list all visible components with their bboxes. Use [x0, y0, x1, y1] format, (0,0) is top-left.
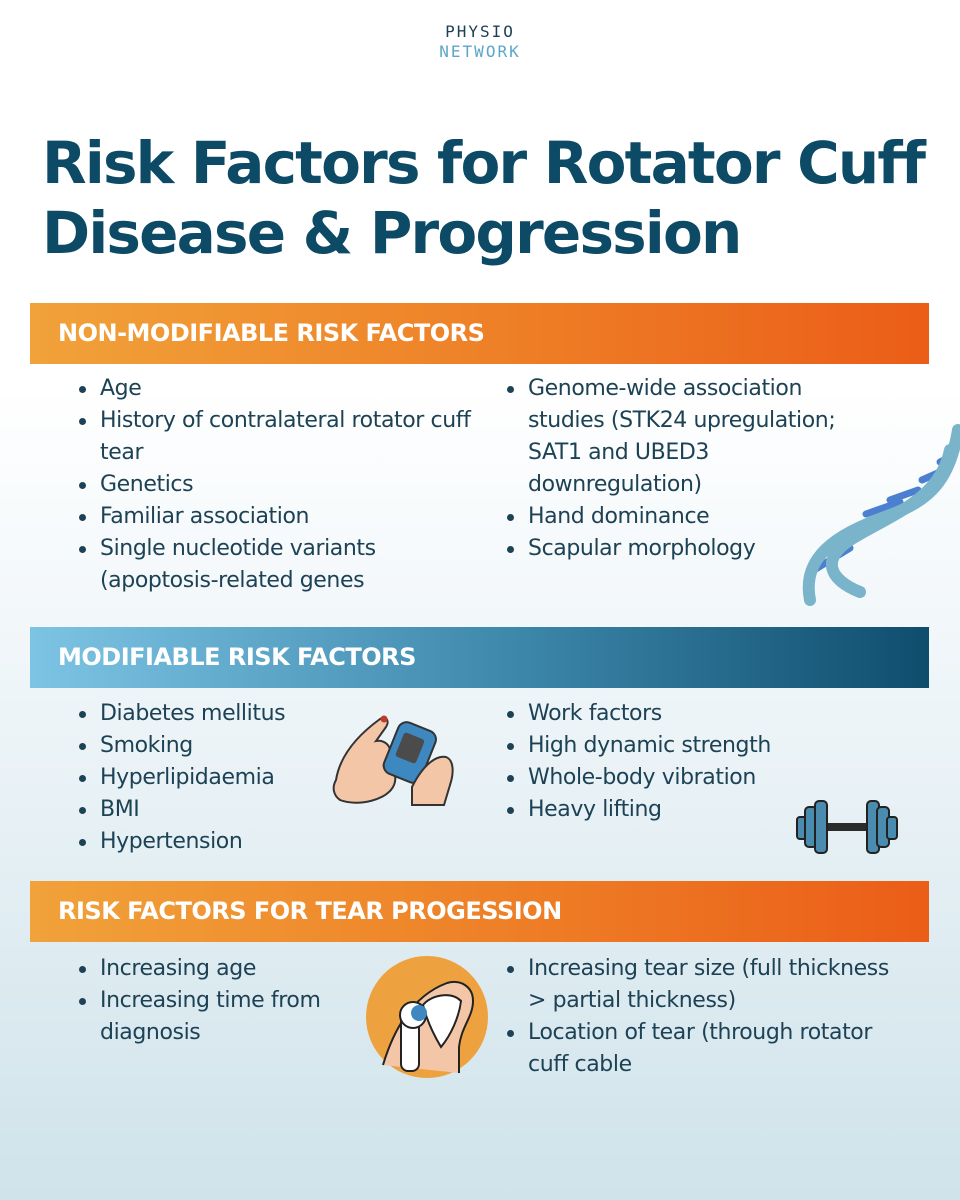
brand-logo: PHYSIO NETWORK	[0, 22, 960, 62]
list-item: Heavy lifting	[503, 794, 883, 826]
list-item: Smoking	[75, 730, 335, 762]
shoulder-joint-icon	[366, 956, 488, 1078]
non-modifiable-left-list: Age History of contralateral rotator cuf…	[75, 373, 475, 597]
list-item: Hypertension	[75, 826, 335, 858]
logo-line1: PHYSIO	[445, 22, 515, 41]
list-item: Familiar association	[75, 501, 475, 533]
list-item: Increasing age	[75, 953, 355, 985]
tear-progression-left-list: Increasing age Increasing time from diag…	[75, 953, 355, 1049]
list-item: BMI	[75, 794, 335, 826]
dna-icon	[802, 424, 960, 606]
list-item: High dynamic strength	[503, 730, 883, 762]
tear-progression-right-list: Increasing tear size (full thickness > p…	[503, 953, 903, 1081]
list-item: History of contralateral rotator cuff te…	[75, 405, 475, 469]
list-item: Increasing tear size (full thickness > p…	[503, 953, 903, 1017]
modifiable-left-list: Diabetes mellitus Smoking Hyperlipidaemi…	[75, 698, 335, 858]
section-heading-tear-progression: RISK FACTORS FOR TEAR PROGESSION	[30, 881, 929, 942]
section-heading-non-modifiable: NON-MODIFIABLE RISK FACTORS	[30, 303, 929, 364]
list-item: Work factors	[503, 698, 883, 730]
dumbbell-icon	[796, 800, 898, 854]
logo-line2: NETWORK	[439, 42, 521, 61]
list-item: Hand dominance	[503, 501, 878, 533]
list-item: Genome-wide association studies (STK24 u…	[503, 373, 878, 501]
section-heading-modifiable: MODIFIABLE RISK FACTORS	[30, 627, 929, 688]
list-item: Single nucleotide variants (apoptosis-re…	[75, 533, 475, 597]
page-title: Risk Factors for Rotator Cuff Disease & …	[42, 129, 926, 267]
list-item: Scapular morphology	[503, 533, 878, 565]
non-modifiable-right-list: Genome-wide association studies (STK24 u…	[503, 373, 878, 565]
list-item: Location of tear (through rotator cuff c…	[503, 1017, 903, 1081]
list-item: Hyperlipidaemia	[75, 762, 335, 794]
list-item: Genetics	[75, 469, 475, 501]
list-item: Age	[75, 373, 475, 405]
modifiable-right-list: Work factors High dynamic strength Whole…	[503, 698, 883, 826]
list-item: Whole-body vibration	[503, 762, 883, 794]
list-item: Increasing time from diagnosis	[75, 985, 355, 1049]
glucose-meter-icon	[332, 715, 454, 806]
list-item: Diabetes mellitus	[75, 698, 335, 730]
